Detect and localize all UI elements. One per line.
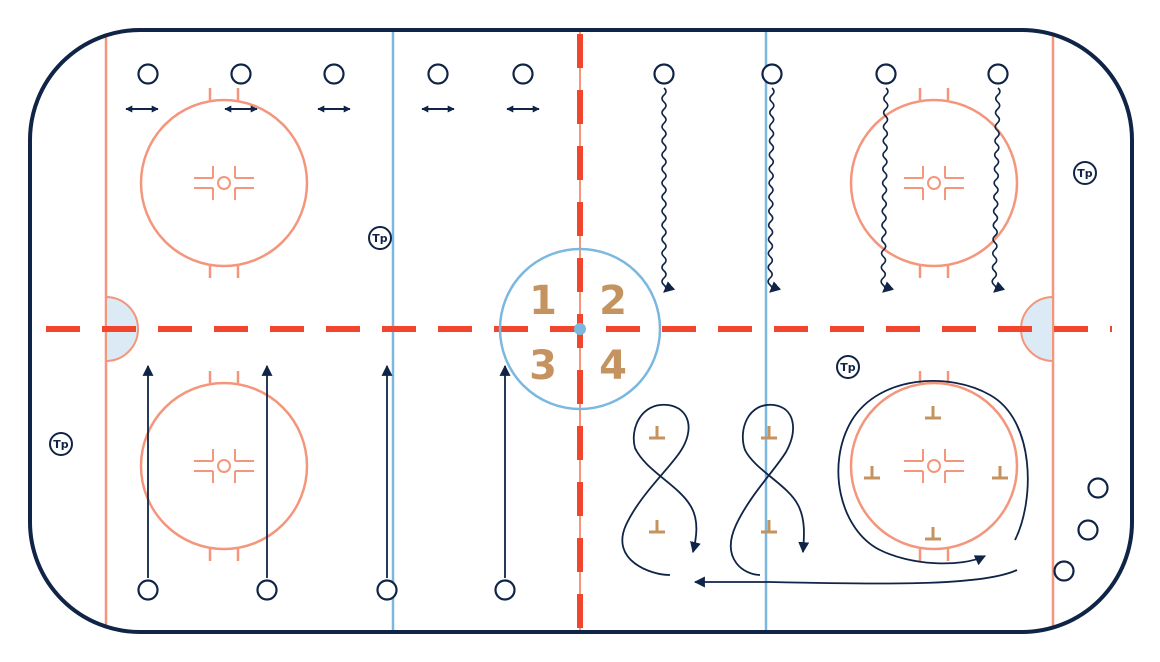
player-icon — [427, 63, 449, 85]
stickhandle-path — [661, 87, 676, 293]
zone-label-2: 2 — [599, 278, 627, 324]
player-icon — [761, 63, 783, 85]
player-icon — [256, 579, 278, 601]
stickhandle-path — [880, 87, 895, 293]
rink-boards — [28, 28, 1134, 634]
coach-marker: Tp — [49, 432, 73, 456]
coach-marker: Tp — [1073, 161, 1097, 185]
faceoff-ring — [139, 98, 309, 268]
player-icon — [875, 63, 897, 85]
center-circle — [498, 247, 662, 411]
player-icon — [512, 63, 534, 85]
cone-icon — [864, 466, 880, 480]
player-icon — [987, 63, 1009, 85]
coach-marker: Tp — [368, 226, 392, 250]
coach-icon — [1073, 161, 1097, 185]
stickhandle-path — [991, 87, 1006, 293]
coach-label: Tp — [1077, 167, 1093, 180]
coach-label: Tp — [840, 361, 856, 374]
coach-icon — [49, 432, 73, 456]
zone-label-3: 3 — [529, 343, 557, 389]
faceoff-ring — [849, 98, 1019, 268]
center-dot — [574, 323, 586, 335]
cone-icon — [649, 520, 665, 534]
cone-icon — [925, 406, 941, 420]
player-icon — [376, 579, 398, 601]
coach-icon — [368, 226, 392, 250]
coach-label: Tp — [53, 438, 69, 451]
faceoff-circles — [139, 88, 1019, 561]
faceoff-ring — [139, 381, 309, 551]
zone-label-4: 4 — [599, 343, 627, 389]
faceoff-circle — [139, 371, 309, 561]
return-path — [693, 569, 1018, 588]
player-icon — [494, 579, 516, 601]
coach-marker: Tp — [836, 355, 860, 379]
zone-label-1: 1 — [529, 278, 557, 324]
player-icon — [137, 579, 159, 601]
cone-icon — [761, 426, 777, 440]
faceoff-dot — [217, 176, 231, 190]
player-icon — [323, 63, 345, 85]
faceoff-circle — [139, 88, 309, 278]
faceoff-dot — [927, 176, 941, 190]
player-icon — [1087, 477, 1109, 499]
figure-eight-path — [730, 404, 810, 576]
faceoff-dot — [217, 459, 231, 473]
players — [137, 63, 1109, 601]
circle-skate-path — [837, 380, 1029, 566]
cone-icon — [925, 527, 941, 541]
player-icon — [230, 63, 252, 85]
faceoff-ring — [849, 381, 1019, 551]
cones — [649, 406, 1008, 541]
player-icon — [1077, 519, 1099, 541]
coach-icon — [836, 355, 860, 379]
faceoff-circle — [849, 88, 1019, 278]
coach-label: Tp — [372, 232, 388, 245]
player-icon — [137, 63, 159, 85]
faceoff-dot — [927, 459, 941, 473]
cone-icon — [992, 466, 1008, 480]
player-icon — [653, 63, 675, 85]
stickhandle-path — [767, 87, 782, 293]
cone-icon — [761, 520, 777, 534]
cone-icon — [649, 426, 665, 440]
skating-paths — [125, 87, 1029, 588]
figure-eight-path — [621, 404, 701, 576]
player-icon — [1053, 560, 1075, 582]
